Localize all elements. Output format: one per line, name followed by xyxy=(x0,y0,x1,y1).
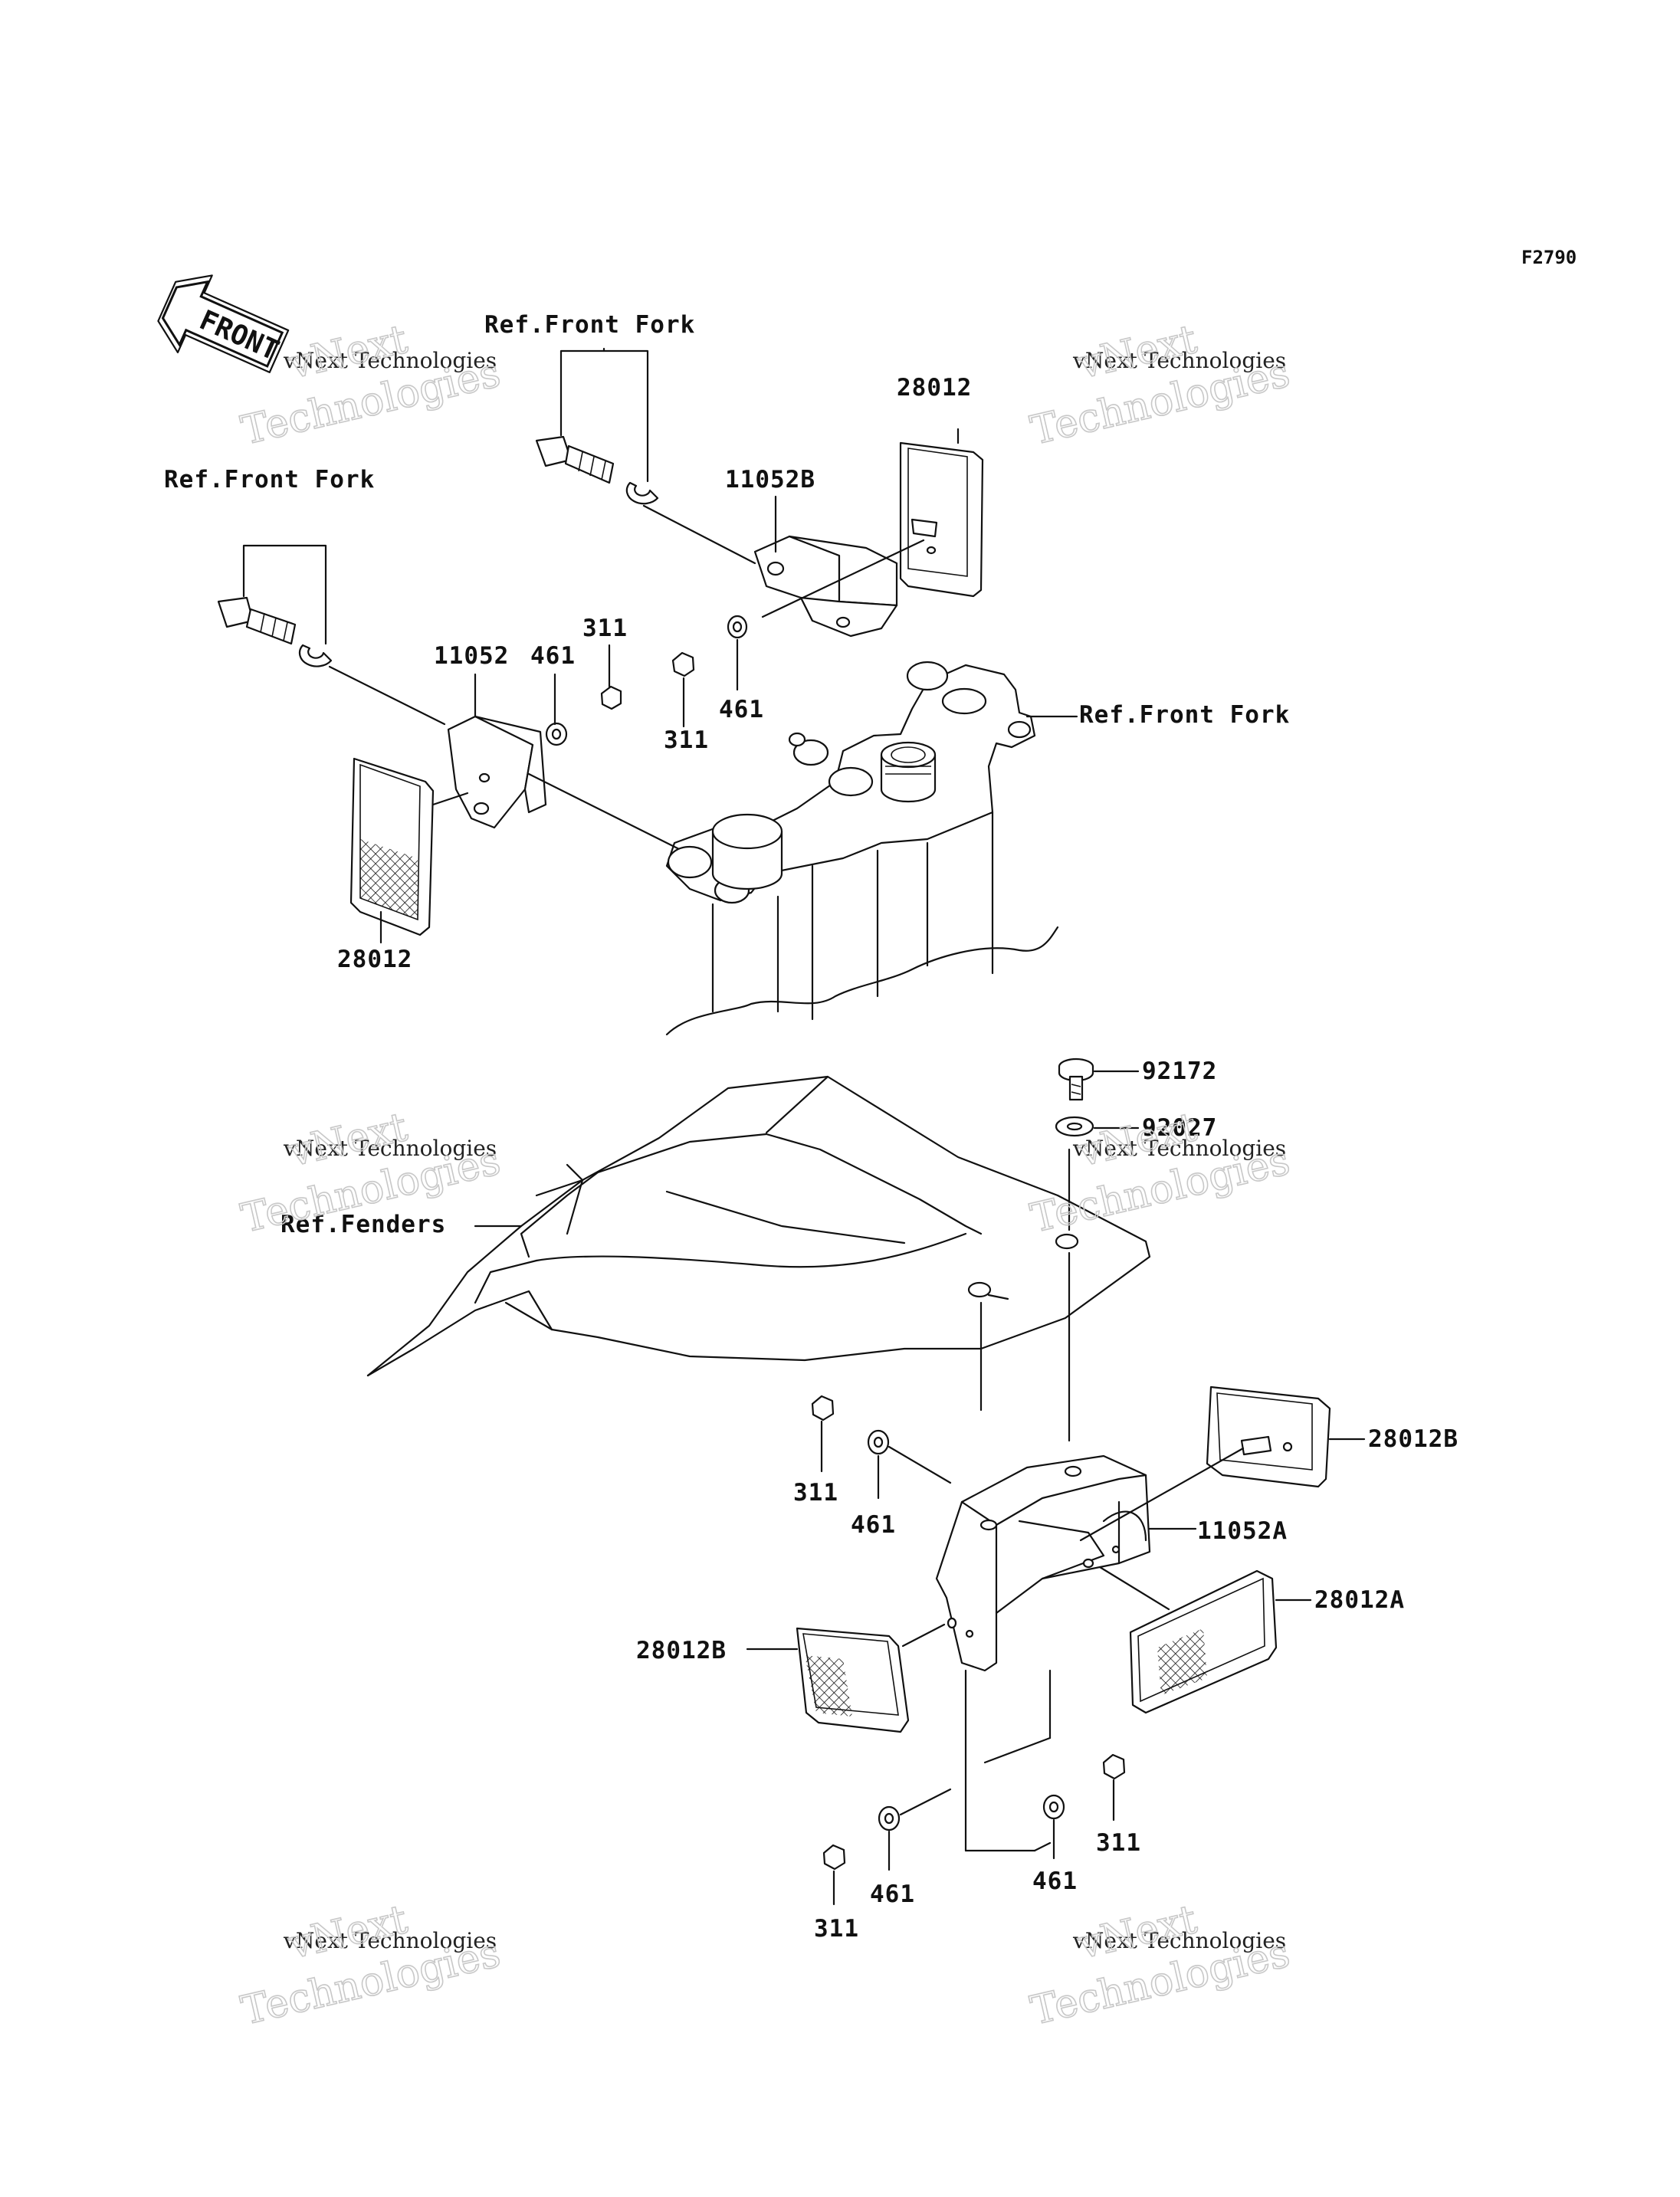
bolt-left xyxy=(217,596,297,645)
watermark-5: vNext Technologies vNext Technologies xyxy=(237,1896,505,2035)
label-28012A: 28012A xyxy=(1314,1586,1405,1614)
front-direction-arrow-icon: FRONT xyxy=(157,274,290,373)
nut-311-lower-right xyxy=(1102,1753,1126,1780)
watermark-4: vNext Technologies vNext Technologies xyxy=(1026,1103,1294,1242)
reflector-28012B-right xyxy=(1206,1385,1331,1488)
label-461-e: 461 xyxy=(1032,1867,1078,1895)
label-92027: 92027 xyxy=(1142,1114,1217,1142)
label-28012B-left: 28012B xyxy=(636,1637,727,1664)
fork-top-clamp xyxy=(665,661,1059,1036)
nut-311-lower-left xyxy=(811,1395,835,1421)
reflector-28012-left xyxy=(349,757,435,936)
label-311-e: 311 xyxy=(814,1915,859,1943)
label-28012B-right: 28012B xyxy=(1368,1425,1459,1453)
label-ref-front-fork-left: Ref.Front Fork xyxy=(164,466,375,494)
lock-washer-left xyxy=(298,644,333,667)
svg-text:vNext Technologies: vNext Technologies xyxy=(283,1136,497,1161)
washer-92027 xyxy=(1055,1116,1094,1137)
lock-washer-upper xyxy=(625,481,659,505)
label-461-a: 461 xyxy=(530,642,576,670)
label-311-c: 311 xyxy=(793,1479,838,1507)
screw-92172 xyxy=(1058,1058,1094,1101)
label-461-b: 461 xyxy=(719,696,764,723)
label-311-a: 311 xyxy=(582,615,628,642)
watermark-2: vNext Technologies vNext Technologies xyxy=(1026,316,1294,454)
bracket-11052 xyxy=(447,715,547,829)
bracket-11052B xyxy=(753,535,898,638)
rear-fender xyxy=(366,1075,1151,1377)
svg-text:vNext Technologies: vNext Technologies xyxy=(1072,348,1286,373)
washer-461-lower-b xyxy=(1042,1794,1065,1820)
bracket-11052A xyxy=(935,1454,1151,1672)
nut-311-upper xyxy=(671,651,695,677)
label-311-b: 311 xyxy=(664,726,709,754)
label-28012-left: 28012 xyxy=(337,946,412,973)
label-ref-front-fork-right: Ref.Front Fork xyxy=(1079,701,1290,729)
label-461-c: 461 xyxy=(851,1511,896,1539)
washer-461-lower-left xyxy=(867,1429,890,1455)
label-311-d: 311 xyxy=(1096,1829,1141,1857)
diagram-code: F2790 xyxy=(1521,247,1577,268)
svg-text:vNext Technologies: vNext Technologies xyxy=(1072,1136,1286,1161)
washer-461-lower-a xyxy=(878,1805,901,1831)
reflector-28012A xyxy=(1129,1569,1278,1714)
watermark-6: vNext Technologies vNext Technologies xyxy=(1026,1896,1294,2035)
label-461-d: 461 xyxy=(870,1881,915,1908)
reflector-28012B-left xyxy=(796,1627,910,1733)
label-92172: 92172 xyxy=(1142,1058,1217,1085)
nut-311-left xyxy=(600,685,622,710)
svg-text:vNext Technologies: vNext Technologies xyxy=(1072,1928,1286,1953)
label-28012-top: 28012 xyxy=(897,374,972,402)
label-11052A: 11052A xyxy=(1197,1517,1288,1545)
svg-text:vNext Technologies: vNext Technologies xyxy=(283,348,497,373)
label-11052: 11052 xyxy=(434,642,509,670)
bolt-upper xyxy=(535,435,615,484)
svg-text:vNext Technologies: vNext Technologies xyxy=(283,1928,497,1953)
reflector-28012-top xyxy=(899,441,984,598)
label-ref-front-fork-top: Ref.Front Fork xyxy=(484,311,695,339)
label-11052B: 11052B xyxy=(725,466,815,494)
label-ref-fenders: Ref.Fenders xyxy=(281,1211,446,1238)
nut-311-lower-bottom xyxy=(822,1844,846,1871)
